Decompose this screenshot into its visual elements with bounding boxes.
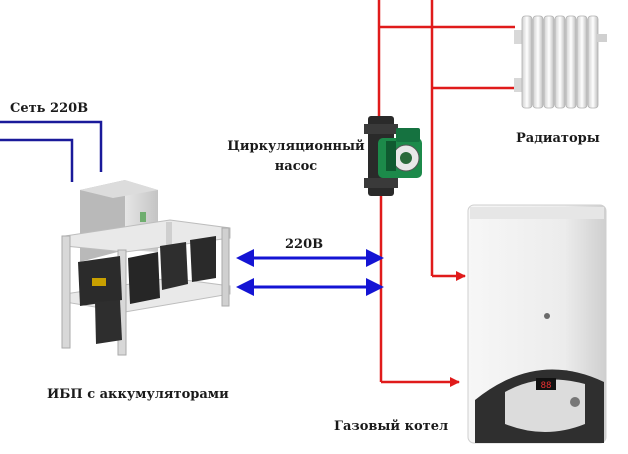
power-arrow-lower (236, 278, 384, 296)
boiler-display: 88 (541, 381, 552, 391)
mains-label: Сеть 220В (10, 101, 89, 116)
ups-battery-rack-icon (61, 180, 231, 356)
radiator-fin (576, 15, 588, 109)
mains-power-lines (0, 120, 103, 182)
radiator-fin (521, 15, 533, 109)
boiler-label: Газовый котел (334, 419, 449, 434)
pump-label-line2: насос (274, 159, 318, 174)
power-arrow-upper (236, 249, 384, 267)
mains-line-outer (0, 120, 103, 172)
circulation-pump-icon (364, 116, 422, 196)
radiator-icon (514, 15, 607, 109)
power-arrows (236, 249, 384, 296)
voltage-label: 220В (285, 237, 324, 252)
pump-label-line1: Циркуляционный (227, 139, 365, 154)
radiator-fin (532, 15, 544, 109)
ups-label: ИБП с аккумуляторами (47, 387, 229, 402)
radiator-fin (565, 15, 577, 109)
radiator-fin (554, 15, 566, 109)
gas-boiler-icon: 88 (467, 204, 607, 444)
radiators-label: Радиаторы (516, 131, 600, 146)
mains-line-inner (0, 138, 74, 182)
radiator-fin (587, 15, 599, 109)
radiator-fin (543, 15, 555, 109)
